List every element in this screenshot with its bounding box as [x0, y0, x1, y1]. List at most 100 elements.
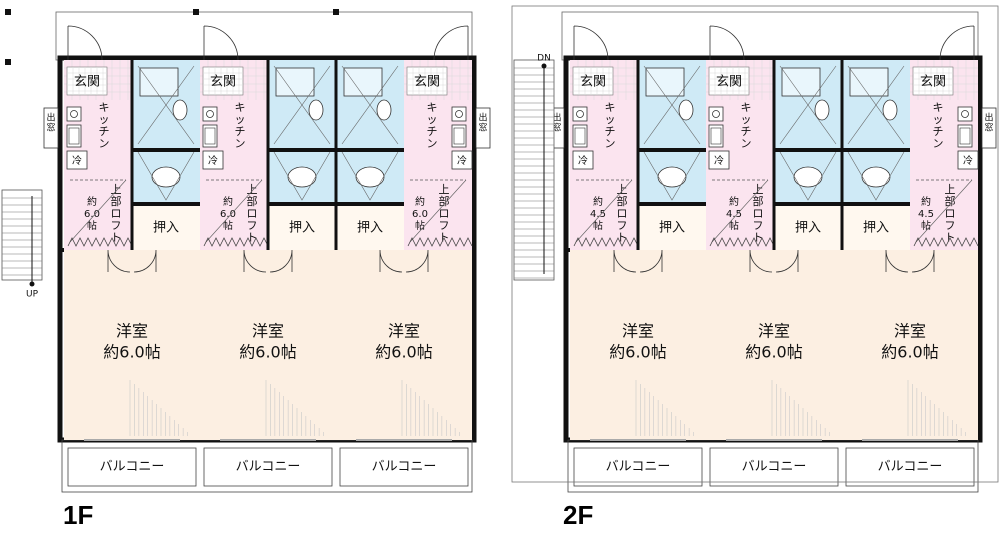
- room-door: [749, 249, 773, 273]
- burner-icon: [70, 110, 78, 118]
- balcony-label: バルコニー: [606, 460, 671, 475]
- loft-ladder: [407, 237, 473, 247]
- room-size-label: 約6.0帖: [609, 343, 666, 362]
- toilet-icon: [657, 166, 687, 188]
- svg-text:ト: ト: [753, 231, 764, 244]
- stove-icon: [957, 106, 973, 122]
- plot-marker: [5, 9, 11, 15]
- svg-text:ロ: ロ: [247, 207, 258, 220]
- stove-icon: [202, 106, 218, 122]
- svg-text:上: 上: [617, 183, 628, 196]
- toilet-icon: [861, 166, 891, 188]
- room-name-label: 洋室: [252, 322, 284, 341]
- floor-label-1f: 1F: [63, 500, 94, 530]
- room-name-label: 洋室: [622, 322, 654, 341]
- washbasin-icon: [172, 99, 188, 121]
- room-size-label: 約6.0帖: [103, 343, 160, 362]
- sink-icon: [66, 124, 82, 148]
- bay-window-label: 出窓: [552, 112, 561, 134]
- svg-text:ン: ン: [99, 137, 110, 150]
- loft-size-label: 4.5: [590, 209, 606, 220]
- loft-size-label: 4.5: [726, 209, 742, 220]
- closet: [842, 206, 910, 250]
- washbasin-icon: [678, 99, 694, 121]
- svg-text:帖: 帖: [87, 219, 97, 232]
- room-name-label: 洋室: [388, 322, 420, 341]
- toilet-icon: [287, 166, 317, 188]
- svg-text:フ: フ: [439, 219, 450, 232]
- svg-text:ロ: ロ: [945, 207, 956, 220]
- stove-icon: [451, 106, 467, 122]
- balcony-label: バルコニー: [372, 460, 437, 475]
- bay-window-right: [475, 107, 491, 149]
- svg-text:キ: キ: [741, 101, 752, 114]
- loft-ladder: [573, 237, 639, 247]
- room-size-label: 約6.0帖: [881, 343, 938, 362]
- svg-text:フ: フ: [945, 219, 956, 232]
- room-size-label: 約6.0帖: [745, 343, 802, 362]
- burner-icon: [961, 110, 969, 118]
- stove-icon: [66, 106, 82, 122]
- balcony-label: バルコニー: [236, 460, 301, 475]
- svg-text:チ: チ: [99, 125, 110, 138]
- svg-text:ロ: ロ: [617, 207, 628, 220]
- entrance-door: [573, 25, 609, 61]
- burner-icon: [712, 110, 720, 118]
- entrance-label: 玄関: [716, 75, 742, 90]
- fridge-label: 冷: [72, 154, 82, 167]
- room-name-label: 洋室: [116, 322, 148, 341]
- washbasin-icon: [376, 99, 392, 121]
- closet-label: 押入: [357, 221, 383, 236]
- entrance-tile: [202, 66, 244, 96]
- stove-icon: [708, 106, 724, 122]
- svg-text:ト: ト: [617, 231, 628, 244]
- western-room: [200, 250, 336, 440]
- western-room: [570, 250, 706, 440]
- balcony: [573, 447, 703, 487]
- svg-text:部: 部: [111, 194, 122, 208]
- bathtub: [849, 67, 889, 97]
- svg-text:ン: ン: [605, 137, 616, 150]
- bay-window-label: 出窓: [478, 112, 487, 134]
- balcony: [67, 447, 197, 487]
- entrance-label: 玄関: [920, 75, 946, 90]
- entrance-tile: [572, 66, 614, 96]
- balcony: [845, 447, 975, 487]
- entrance-tile: [66, 66, 108, 96]
- svg-text:ッ: ッ: [741, 113, 752, 126]
- entrance-label: 玄関: [210, 75, 236, 90]
- stair-dot: [29, 281, 35, 287]
- svg-text:ン: ン: [427, 137, 438, 150]
- fridge-icon: [66, 150, 88, 170]
- loft-size-label: 6.0: [220, 209, 236, 220]
- unit-2f-2: 玄関冷キッチン上部ロフト約4.5帖押入洋室約6.0帖バルコニー: [706, 25, 842, 487]
- balcony: [203, 447, 333, 487]
- balcony: [709, 447, 839, 487]
- svg-text:約: 約: [921, 195, 931, 208]
- svg-text:ッ: ッ: [99, 113, 110, 126]
- room-size-label: 約6.0帖: [239, 343, 296, 362]
- property-outline: [55, 11, 473, 61]
- bay-window-label: 出窓: [984, 112, 993, 134]
- bay-window-left: [43, 107, 59, 149]
- svg-text:ッ: ッ: [933, 113, 944, 126]
- sink-icon: [572, 124, 588, 148]
- svg-text:帖: 帖: [223, 219, 233, 232]
- svg-text:キ: キ: [933, 101, 944, 114]
- svg-text:帖: 帖: [921, 219, 931, 232]
- svg-text:部: 部: [753, 194, 764, 208]
- svg-text:部: 部: [439, 194, 450, 208]
- western-room: [842, 250, 978, 440]
- svg-text:約: 約: [729, 195, 739, 208]
- loft-size-label: 6.0: [412, 209, 428, 220]
- svg-text:上: 上: [753, 183, 764, 196]
- closet: [638, 206, 706, 250]
- burner-icon: [455, 110, 463, 118]
- svg-text:ン: ン: [235, 137, 246, 150]
- closet: [774, 206, 842, 250]
- svg-text:部: 部: [247, 194, 258, 208]
